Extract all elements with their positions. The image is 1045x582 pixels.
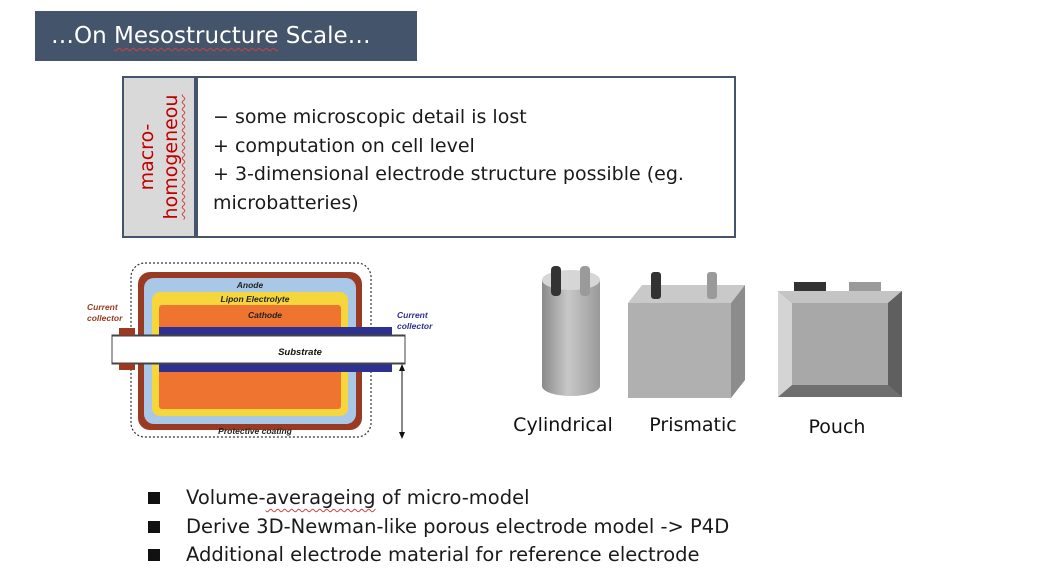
side-tag: macro- homogeneou <box>122 76 196 238</box>
pouch-label: Pouch <box>809 416 866 438</box>
right-collector-label-1: Current <box>397 310 429 320</box>
left-collector-label-1: Current <box>87 302 119 312</box>
bullet-1-text-a: Volume- <box>186 486 266 509</box>
right-collector-label-2: collector <box>397 321 433 331</box>
info-line-1: − some microscopic detail is lost <box>213 106 527 128</box>
battery-types-illustration: Cylindrical Prismatic Pouch <box>513 266 902 438</box>
pouch-cell-icon <box>778 282 902 397</box>
bullet-item-1: Volume-averageing of micro-model <box>148 484 729 513</box>
cylindrical-label: Cylindrical <box>513 414 613 436</box>
title-underlined-word: Mesostructure <box>114 23 279 49</box>
prismatic-cell-icon <box>628 272 745 398</box>
bullet-2-text: Derive 3D-Newman-like porous electrode m… <box>186 514 730 538</box>
substrate-bar-front <box>111 335 406 364</box>
thickness-arrow-head-bottom <box>399 432 405 439</box>
anode-label: Anode <box>236 280 264 290</box>
section-title: …On Mesostructure Scale… <box>35 11 417 61</box>
prismatic-label: Prismatic <box>649 414 736 436</box>
thickness-arrow-head-top <box>399 364 405 371</box>
pros-cons-box: − some microscopic detail is lost + comp… <box>196 76 736 238</box>
bullet-1-text-c: of micro-model <box>375 486 530 509</box>
bullet-list: Volume-averageing of micro-model Derive … <box>148 484 729 570</box>
substrate-label: Substrate <box>278 347 323 358</box>
bullet-1-text-b: averageing <box>265 486 376 509</box>
title-prefix: …On <box>51 23 114 49</box>
title-suffix: Scale… <box>278 23 371 49</box>
side-tag-text: macro- homogeneou <box>135 95 183 220</box>
bullet-item-3: Additional electrode material for refere… <box>148 541 729 570</box>
side-tag-line1: macro- <box>136 123 158 191</box>
info-line-2: + computation on cell level <box>213 134 475 157</box>
square-bullet-icon <box>148 549 160 561</box>
side-tag-line2: homogeneou <box>160 94 182 220</box>
cylindrical-cell-icon <box>542 266 600 396</box>
left-collector-label-2: collector <box>87 313 123 323</box>
protective-coating-label: Protective coating <box>218 426 292 436</box>
cathode-label: Cathode <box>248 310 282 320</box>
electrolyte-label: Lipon Electrolyte <box>221 294 290 304</box>
square-bullet-icon <box>148 492 160 504</box>
thin-film-cell-diagram: Anode Lipon Electrolyte Cathode Substrat… <box>87 262 433 439</box>
square-bullet-icon <box>148 520 160 533</box>
bullet-3-text: Additional electrode material for refere… <box>186 543 700 566</box>
bullet-item-2: Derive 3D-Newman-like porous electrode m… <box>148 513 729 542</box>
info-line-3: + 3-dimensional electrode structure poss… <box>213 163 684 214</box>
